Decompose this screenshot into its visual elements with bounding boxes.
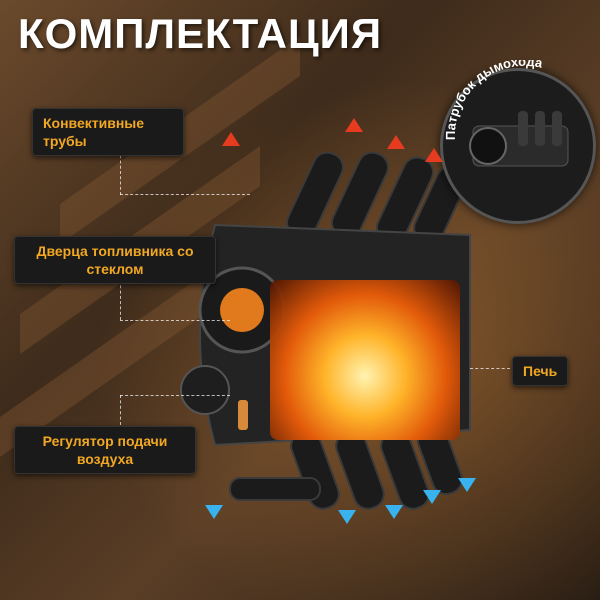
label-firebox-door: Дверца топливника со стеклом: [14, 236, 216, 284]
leader-line: [470, 368, 510, 369]
hot-air-arrow-icon: [345, 118, 363, 132]
leader-line: [120, 194, 250, 195]
hot-air-arrow-icon: [425, 148, 443, 162]
leader-line: [120, 395, 230, 396]
hot-air-arrow-icon: [387, 135, 405, 149]
chimney-pipe-detail: [469, 111, 569, 167]
svg-text:Патрубок дымохода: Патрубок дымохода: [443, 60, 545, 140]
leader-line: [120, 395, 121, 425]
cold-air-arrow-icon: [338, 510, 356, 524]
fire-window: [270, 280, 460, 440]
page-title: КОМПЛЕКТАЦИЯ: [18, 10, 383, 57]
leader-line: [120, 150, 121, 195]
cold-air-arrow-icon: [458, 478, 476, 492]
chimney-zoom-circle: [440, 68, 596, 224]
label-air-regulator: Регулятор подачи воздуха: [14, 426, 196, 474]
cold-air-arrow-icon: [385, 505, 403, 519]
label-convection-pipes: Конвективные трубы: [32, 108, 184, 156]
cold-air-arrow-icon: [423, 490, 441, 504]
chimney-label-arc: Патрубок дымохода: [443, 60, 545, 140]
cold-air-arrow-icon: [205, 505, 223, 519]
label-stove: Печь: [512, 356, 569, 386]
leader-line: [120, 320, 230, 321]
hot-air-arrow-icon: [222, 132, 240, 146]
chimney-label: Патрубок дымохода: [443, 60, 545, 140]
leader-line: [120, 280, 121, 320]
